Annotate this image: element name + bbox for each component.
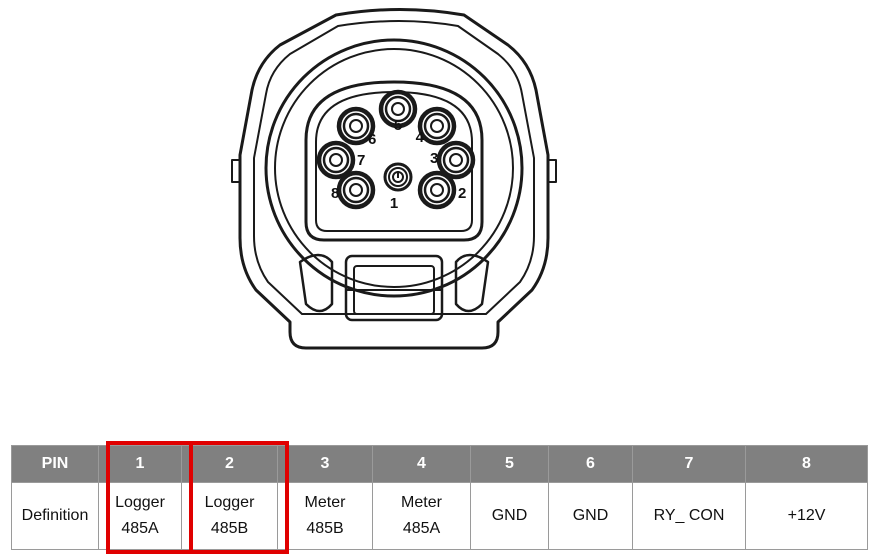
pin-definition-6-line-1: GND [572,507,609,524]
pin-number-5: 5 [470,445,549,483]
pin-definition-4-line-2: 485A [402,520,441,537]
connector-bezel-inner [274,48,514,288]
pin-definition-5-line-1: GND [491,507,528,524]
pin-label-8: 8 [331,185,339,202]
pin-definition-8: +12V [745,482,868,550]
pin-number-2: 2 [181,445,278,483]
pin-socket-3 [436,140,476,180]
pin-socket-2 [417,170,457,210]
connector-housing-inner [253,20,535,315]
pin-definition-4-line-1: Meter [401,494,442,511]
pin-label-1: 1 [390,195,398,212]
pin-socket-1 [383,162,413,192]
pin-number-4: 4 [372,445,471,483]
pin-definition-5: GND [470,482,549,550]
pin-socket-8 [336,170,376,210]
pin-label-2: 2 [458,185,466,202]
pin-definition-1-line-2: 485A [121,520,159,537]
pin-label-6: 6 [368,131,376,148]
right-latch-slot [454,253,490,313]
pin-socket-7 [316,140,356,180]
pin-header-row: PIN 1 2 3 4 5 6 7 8 [11,445,868,483]
pin-definition-2: Logger 485B [181,482,278,550]
pin-number-6: 6 [548,445,633,483]
pin-sockets [316,89,476,210]
pin-definition-3-line-2: 485B [306,520,344,537]
locking-latch [344,254,444,322]
pin-socket-6 [336,106,376,146]
pin-number-8: 8 [745,445,868,483]
definition-row: Definition Logger 485A Logger 485B Meter… [11,482,868,550]
pin-definition-7: RY_ CON [632,482,746,550]
pin-definition-table: PIN 1 2 3 4 5 6 7 8 Definition Logger 48… [11,445,868,550]
pin-definition-1-line-1: Logger [115,494,165,511]
pin-definition-2-line-1: Logger [204,494,255,511]
pin-number-7: 7 [632,445,746,483]
pin-label-7: 7 [357,152,365,169]
pin-labels: 1 2 3 4 5 6 7 8 [331,117,466,212]
pin-definition-6: GND [548,482,633,550]
pin-socket-5 [378,89,418,129]
pin-header-label: PIN [11,445,99,483]
pin-socket-face [304,80,484,242]
pin-definition-1: Logger 485A [98,482,182,550]
pin-definition-8-line-1: +12V [787,507,826,524]
connector-drawing: 1 2 3 4 5 6 7 8 [231,8,557,350]
left-latch-slot [298,253,334,313]
pin-number-3: 3 [277,445,373,483]
pin-label-4: 4 [416,129,425,146]
pin-socket-face-inner [315,91,473,232]
pin-label-5: 5 [394,117,402,134]
pin-definition-2-line-2: 485B [210,520,249,537]
pin-label-3: 3 [430,150,438,167]
connector-housing-outer [238,8,550,350]
pin-number-1: 1 [98,445,182,483]
pin-definition-3: Meter 485B [277,482,373,550]
right-side-notch [547,159,557,183]
pin-definition-7-line-1: RY_ CON [653,507,725,524]
pin-socket-4 [417,106,457,146]
connector-bezel [264,38,524,298]
pin-definition-3-line-1: Meter [304,494,346,511]
left-side-notch [231,159,241,183]
pin-definition-4: Meter 485A [372,482,471,550]
definition-label: Definition [11,482,99,550]
